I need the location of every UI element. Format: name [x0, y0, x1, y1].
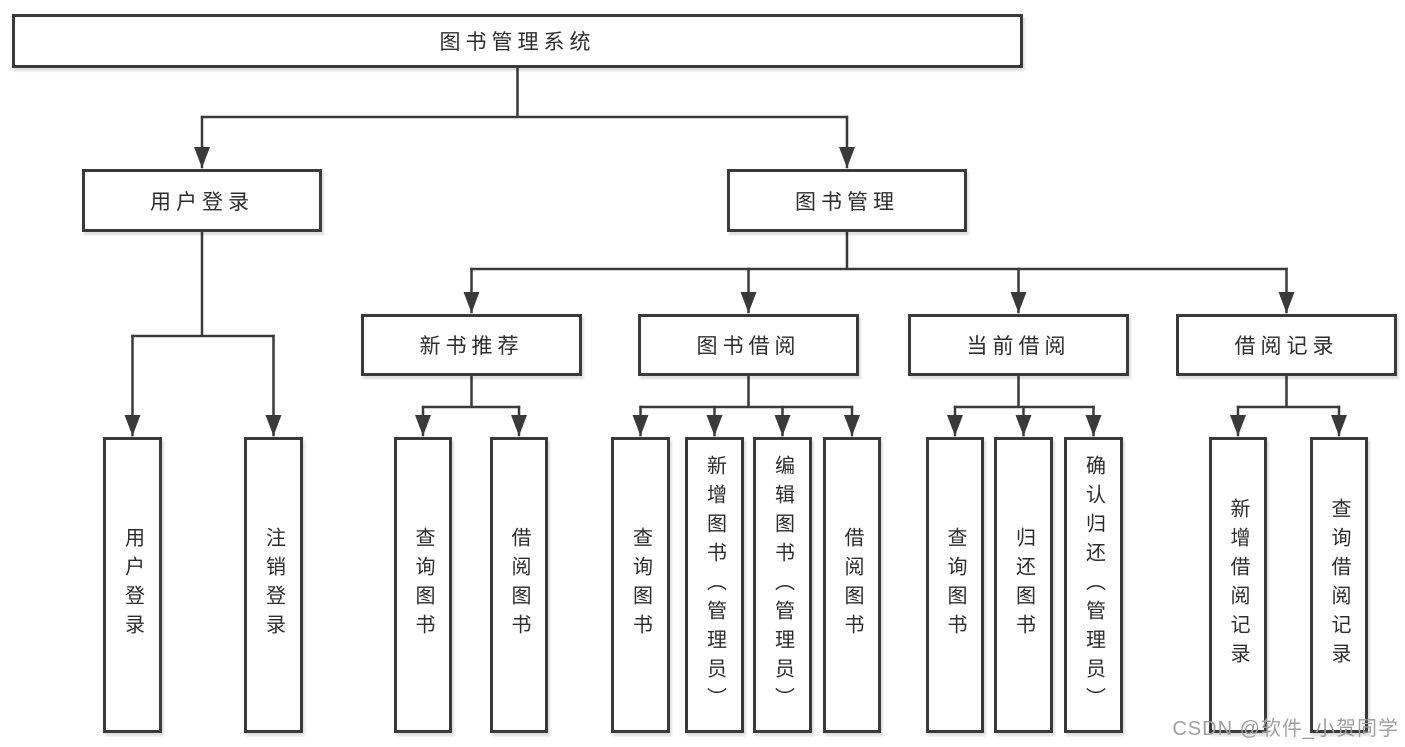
leaf-edit-book-admin: 编辑图书（管理员）	[753, 437, 812, 733]
node-book-borrow-label: 图书借阅	[696, 335, 801, 358]
node-book-management-label: 图书管理	[795, 190, 899, 214]
leaf-query-book-current: 查询图书	[926, 437, 984, 733]
leaf-query-book-recommend-label: 查询图书	[412, 527, 434, 643]
leaf-query-book-recommend: 查询图书	[394, 437, 452, 733]
leaf-borrow-book-recommend-label: 借阅图书	[508, 527, 530, 643]
watermark: CSDN @软件_小贺同学	[1172, 718, 1399, 740]
leaf-add-borrow-record: 新增借阅记录	[1209, 437, 1267, 733]
leaf-borrow-book-recommend: 借阅图书	[490, 437, 548, 733]
leaf-query-book-borrow: 查询图书	[611, 437, 670, 733]
leaf-return-book-label: 归还图书	[1012, 527, 1035, 643]
node-borrow-records-label: 借阅记录	[1234, 335, 1339, 358]
leaf-add-book-admin: 新增图书（管理员）	[685, 437, 744, 733]
node-library-system-label: 图书管理系统	[439, 31, 596, 54]
node-borrow-records: 借阅记录	[1176, 314, 1397, 376]
leaf-add-borrow-record-label: 新增借阅记录	[1227, 498, 1249, 672]
leaf-confirm-return-admin: 确认归还（管理员）	[1064, 437, 1123, 733]
node-user-login: 用户登录	[82, 169, 322, 232]
leaf-edit-book-admin-label: 编辑图书（管理员）	[771, 454, 794, 716]
leaf-logout-label: 注销登录	[262, 527, 285, 643]
node-book-borrow: 图书借阅	[638, 314, 859, 376]
leaf-user-login: 用户登录	[103, 437, 162, 733]
node-book-management: 图书管理	[727, 169, 967, 232]
leaf-borrow-book-label: 借阅图书	[841, 527, 863, 643]
node-current-borrow: 当前借阅	[908, 314, 1129, 376]
node-new-book-recommend-label: 新书推荐	[419, 335, 524, 358]
node-library-system: 图书管理系统	[12, 14, 1023, 68]
node-user-login-label: 用户登录	[150, 190, 254, 214]
leaf-return-book: 归还图书	[994, 437, 1053, 733]
leaf-confirm-return-admin-label: 确认归还（管理员）	[1082, 454, 1105, 716]
node-current-borrow-label: 当前借阅	[966, 335, 1071, 358]
leaf-add-book-admin-label: 新增图书（管理员）	[703, 454, 726, 716]
leaf-query-borrow-record: 查询借阅记录	[1310, 437, 1368, 733]
leaf-query-book-current-label: 查询图书	[944, 527, 966, 643]
leaf-query-borrow-record-label: 查询借阅记录	[1328, 498, 1350, 672]
node-new-book-recommend: 新书推荐	[361, 314, 582, 376]
leaf-borrow-book: 借阅图书	[823, 437, 881, 733]
leaf-query-book-borrow-label: 查询图书	[629, 527, 652, 643]
leaf-user-login-label: 用户登录	[121, 527, 144, 643]
leaf-logout: 注销登录	[244, 437, 303, 733]
